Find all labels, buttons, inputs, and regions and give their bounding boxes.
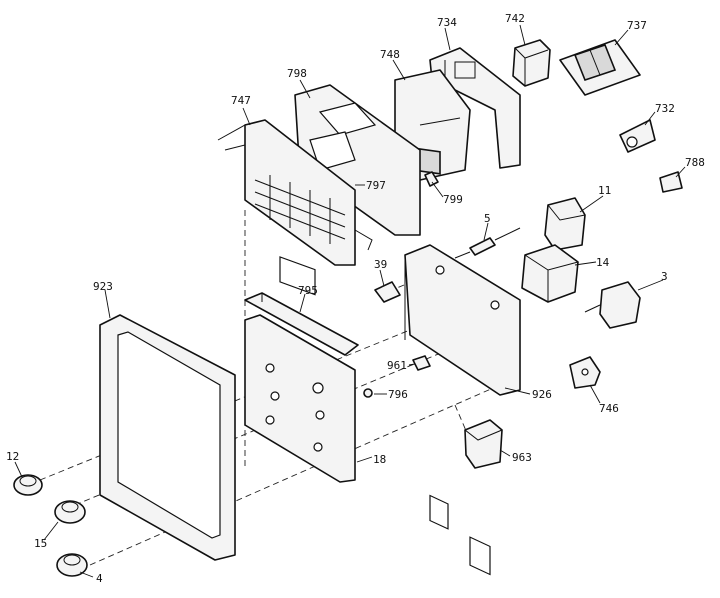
part-11-switch <box>544 197 586 251</box>
part-5-fuse <box>454 227 521 259</box>
callout-18: 18 <box>373 453 386 466</box>
part-746-clip <box>569 356 601 389</box>
part-14-motor <box>521 244 579 303</box>
callout-923: 923 <box>93 280 113 293</box>
callout-742: 742 <box>505 12 525 25</box>
part-747-keypad <box>217 119 373 296</box>
callout-15: 15 <box>34 537 47 550</box>
part-737-transformer <box>559 39 641 96</box>
part-923-frame <box>99 314 236 561</box>
callout-963: 963 <box>512 451 532 464</box>
callout-795: 795 <box>298 284 318 297</box>
part-732-switch <box>619 119 656 153</box>
callout-12: 12 <box>6 450 19 463</box>
callout-732: 732 <box>655 102 675 115</box>
part-3-switch <box>584 281 641 329</box>
callout-labels: 734 742 737 748 798 747 732 788 797 799 … <box>6 12 705 585</box>
callout-799: 799 <box>443 193 463 206</box>
part-39-clip <box>374 281 401 303</box>
callout-798: 798 <box>287 67 307 80</box>
part-961-clip <box>412 355 431 371</box>
callout-746: 746 <box>599 402 619 415</box>
callout-748: 748 <box>380 48 400 61</box>
callout-796: 796 <box>388 388 408 401</box>
part-15-knob <box>54 500 86 524</box>
callout-797: 797 <box>366 179 386 192</box>
callout-14: 14 <box>596 256 610 269</box>
part-4-knob <box>56 553 88 577</box>
callout-4: 4 <box>96 572 103 585</box>
part-796-screw <box>363 388 373 398</box>
part-799-screw <box>424 171 439 187</box>
part-18-control-panel <box>244 314 356 483</box>
part-742-relay <box>512 39 551 87</box>
leader-lines <box>14 24 686 578</box>
part-12-knob <box>13 474 43 496</box>
callout-5: 5 <box>484 212 491 225</box>
callout-788: 788 <box>685 156 705 169</box>
callout-926: 926 <box>532 388 552 401</box>
callout-11: 11 <box>598 184 611 197</box>
part-926-bracket <box>404 244 521 576</box>
part-963-bracket <box>464 419 503 469</box>
part-788-cap <box>659 171 683 193</box>
callout-961: 961 <box>387 359 407 372</box>
callout-737: 737 <box>627 19 647 32</box>
callout-39: 39 <box>374 258 387 271</box>
part-795-trim-strip <box>244 292 359 356</box>
part-798-frame <box>294 84 421 236</box>
callout-3: 3 <box>661 270 668 283</box>
callout-747: 747 <box>231 94 251 107</box>
callout-734: 734 <box>437 16 457 29</box>
